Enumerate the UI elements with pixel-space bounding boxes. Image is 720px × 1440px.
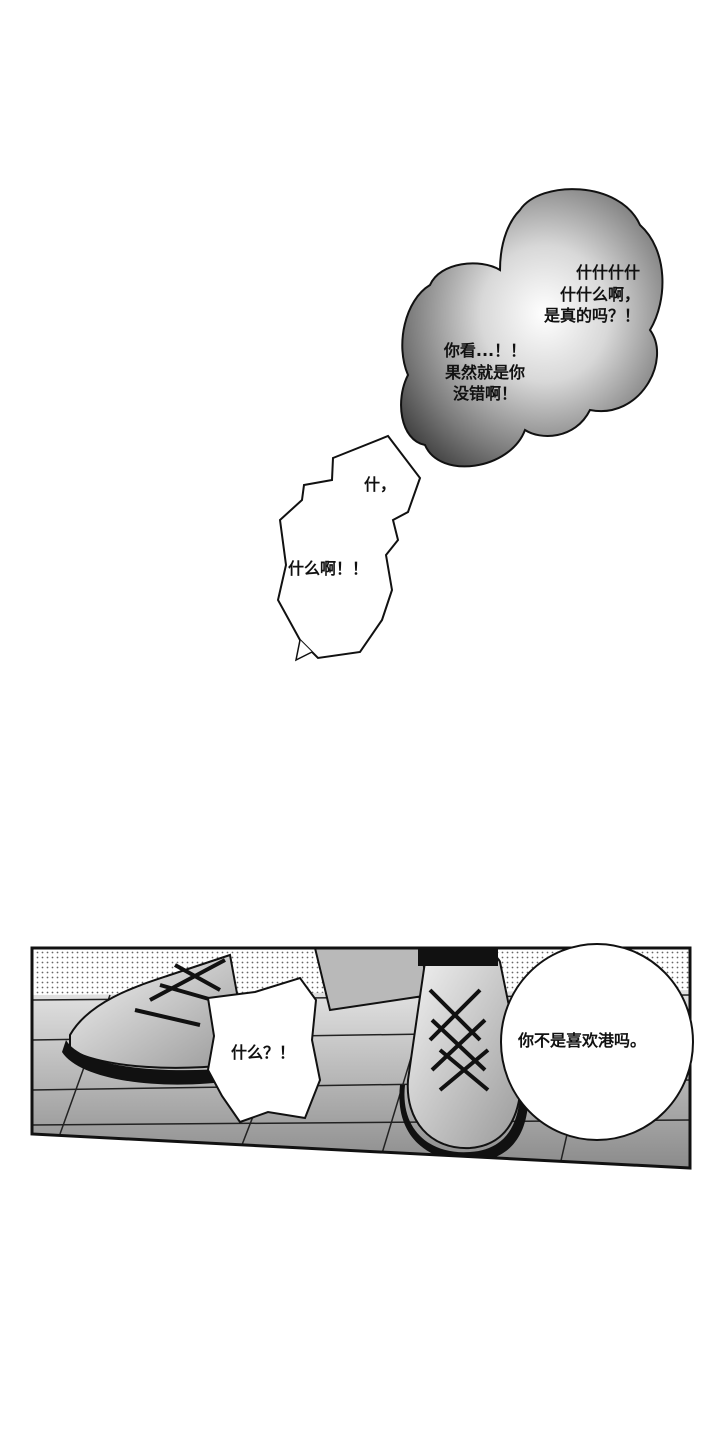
cloud-left-line-3: 没错啊！ bbox=[452, 384, 517, 404]
jagged-bubble bbox=[276, 434, 422, 662]
shoes-panel bbox=[30, 943, 694, 1170]
cloud-right-line-1: 什什什什 bbox=[575, 263, 640, 282]
jagged-text-mid: 什么啊！！ bbox=[288, 559, 369, 578]
panel-jagged-bubble bbox=[206, 976, 322, 1124]
jagged-text-top: 什， bbox=[364, 475, 397, 494]
panel-round-bubble bbox=[500, 943, 694, 1141]
panel-jagged-text: 什么？！ bbox=[231, 1043, 296, 1062]
cloud-left-line-1: 你看...！！ bbox=[443, 341, 527, 360]
cloud-text-right: 什什什什 什什么啊， 是真的吗？！ bbox=[520, 262, 640, 327]
cloud-text-left: 你看...！！ 果然就是你 没错啊！ bbox=[430, 340, 540, 405]
cloud-right-line-2: 什什么啊， bbox=[559, 284, 640, 304]
panel-round-text: 你不是喜欢港吗。 bbox=[518, 1031, 647, 1050]
cloud-right-line-3: 是真的吗？！ bbox=[543, 306, 640, 326]
cloud-bubble bbox=[400, 188, 664, 468]
cloud-left-line-2: 果然就是你 bbox=[444, 362, 525, 382]
